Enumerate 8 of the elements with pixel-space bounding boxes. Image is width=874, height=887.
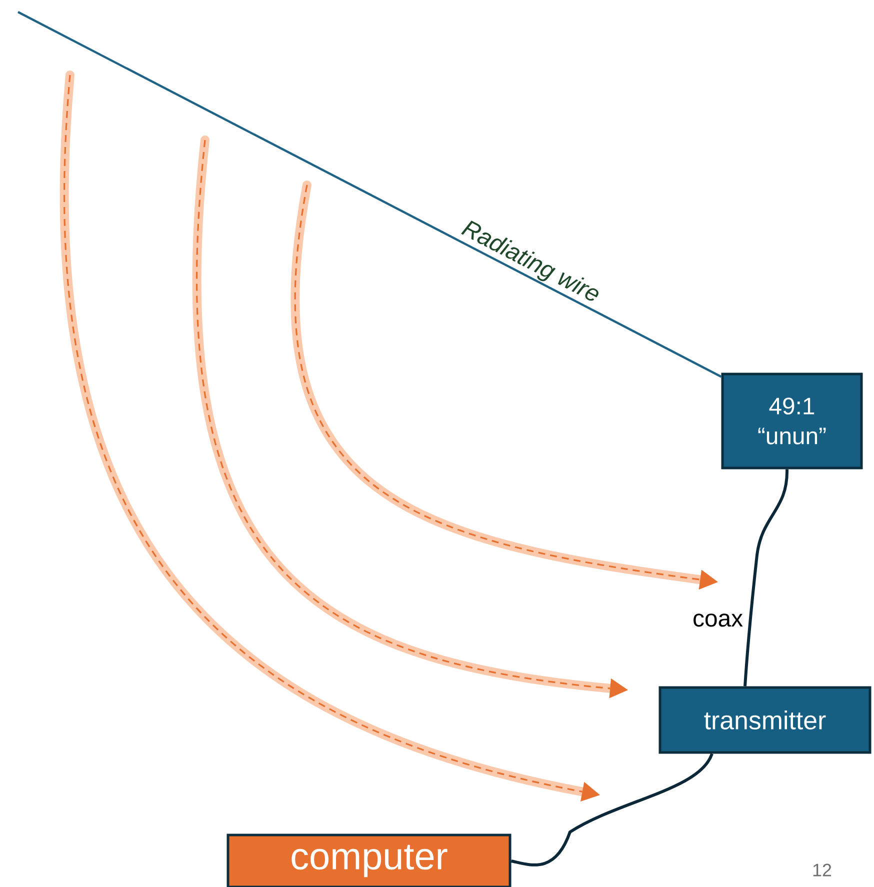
edge-label: coax xyxy=(692,612,744,628)
cable xyxy=(510,753,714,866)
page-number: 12 xyxy=(813,864,832,876)
computer-box: computer xyxy=(226,834,512,887)
cable xyxy=(744,469,788,686)
cable xyxy=(18,11,722,378)
unun-box: 49:1 “unun” xyxy=(721,372,863,470)
transmitter-box: transmitter xyxy=(658,686,872,754)
